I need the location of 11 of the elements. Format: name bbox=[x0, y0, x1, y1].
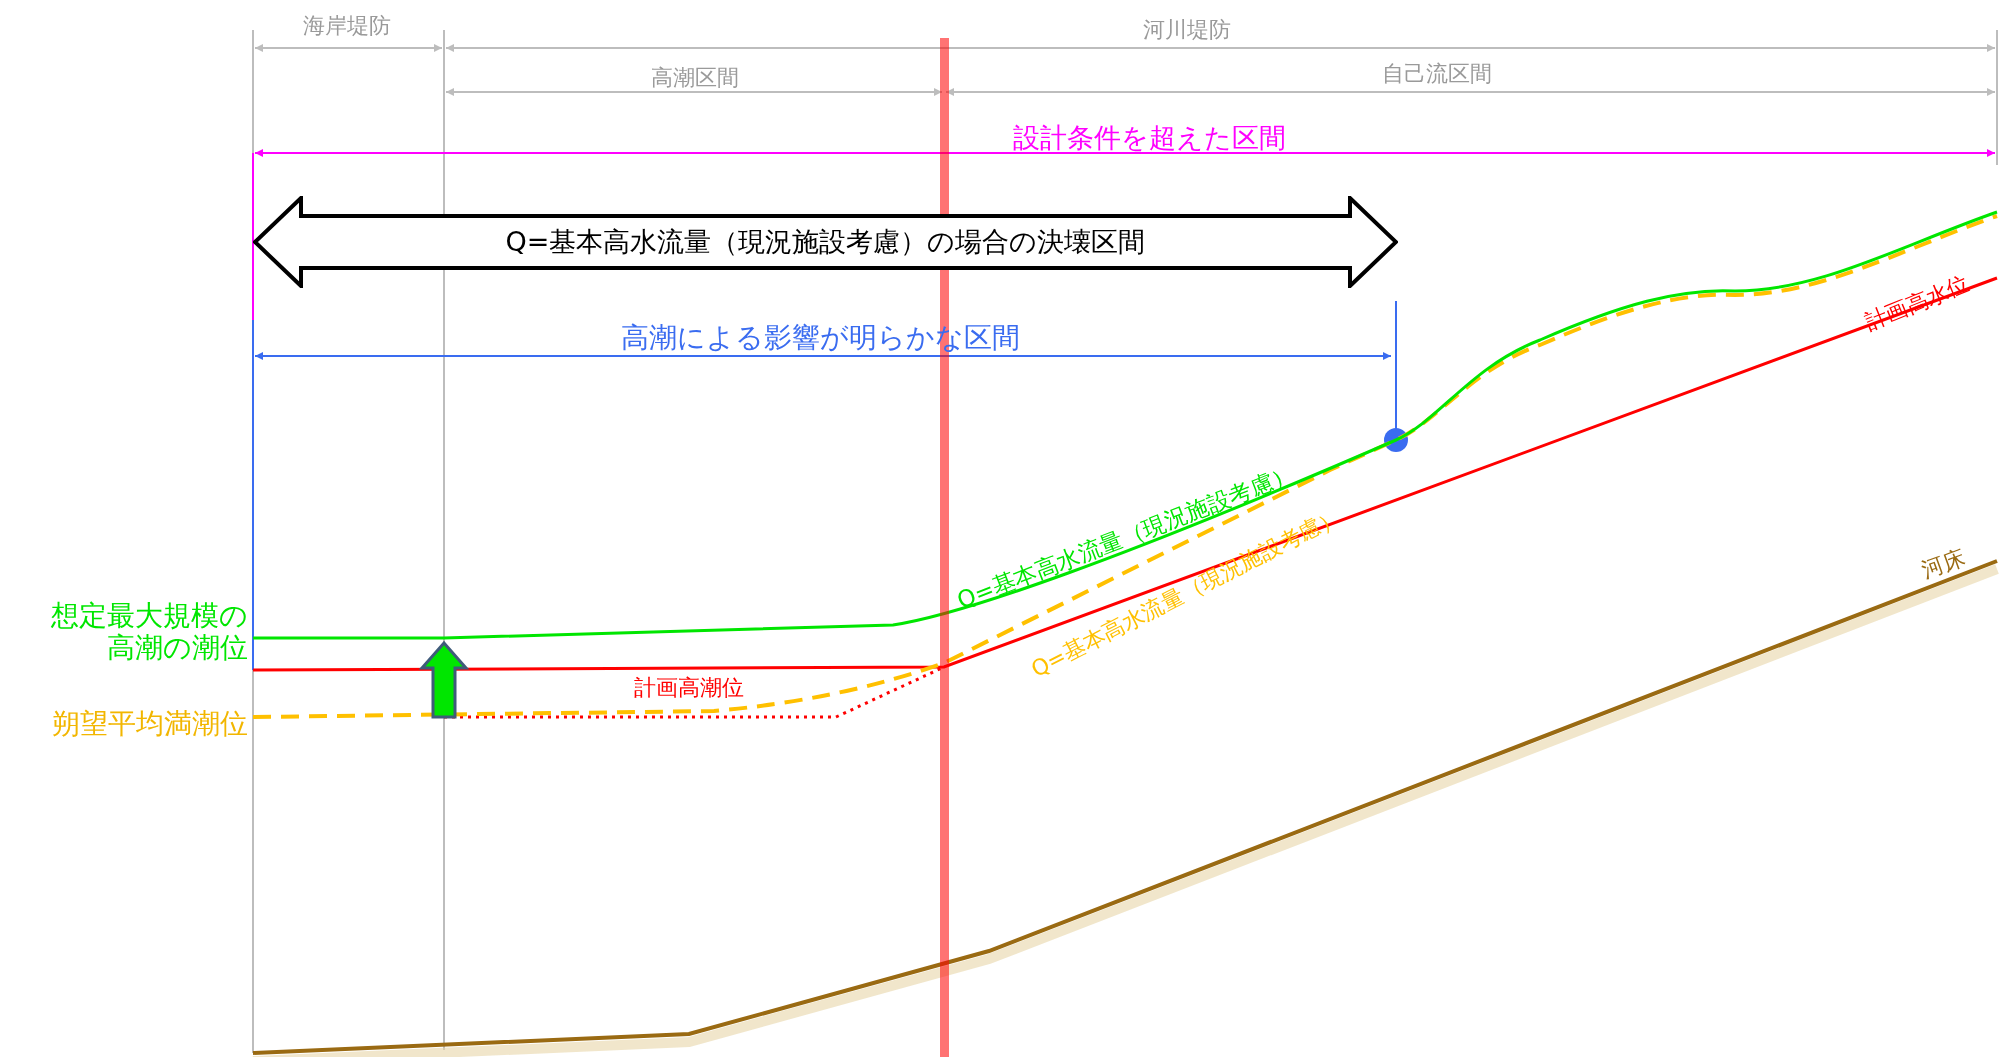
dimension-label: 高潮区間 bbox=[651, 65, 739, 91]
level-label: 想定最大規模の高潮の潮位 bbox=[50, 600, 248, 665]
dimension-label: 河川堤防 bbox=[1143, 17, 1231, 43]
dimension-label: 自己流区間 bbox=[1382, 61, 1492, 87]
dimension-label: 設計条件を超えた区間 bbox=[1012, 122, 1286, 154]
dimension-label: 海岸堤防 bbox=[303, 13, 391, 39]
level-label: 朔望平均満潮位 bbox=[52, 708, 248, 741]
arrow-label: Q=基本高水流量（現況施設考慮）の場合の決壊区間 bbox=[505, 225, 1146, 259]
line-label: 河床 bbox=[1918, 544, 1968, 584]
double-arrow bbox=[253, 196, 1398, 288]
line-label: 計画高潮位 bbox=[634, 675, 744, 701]
